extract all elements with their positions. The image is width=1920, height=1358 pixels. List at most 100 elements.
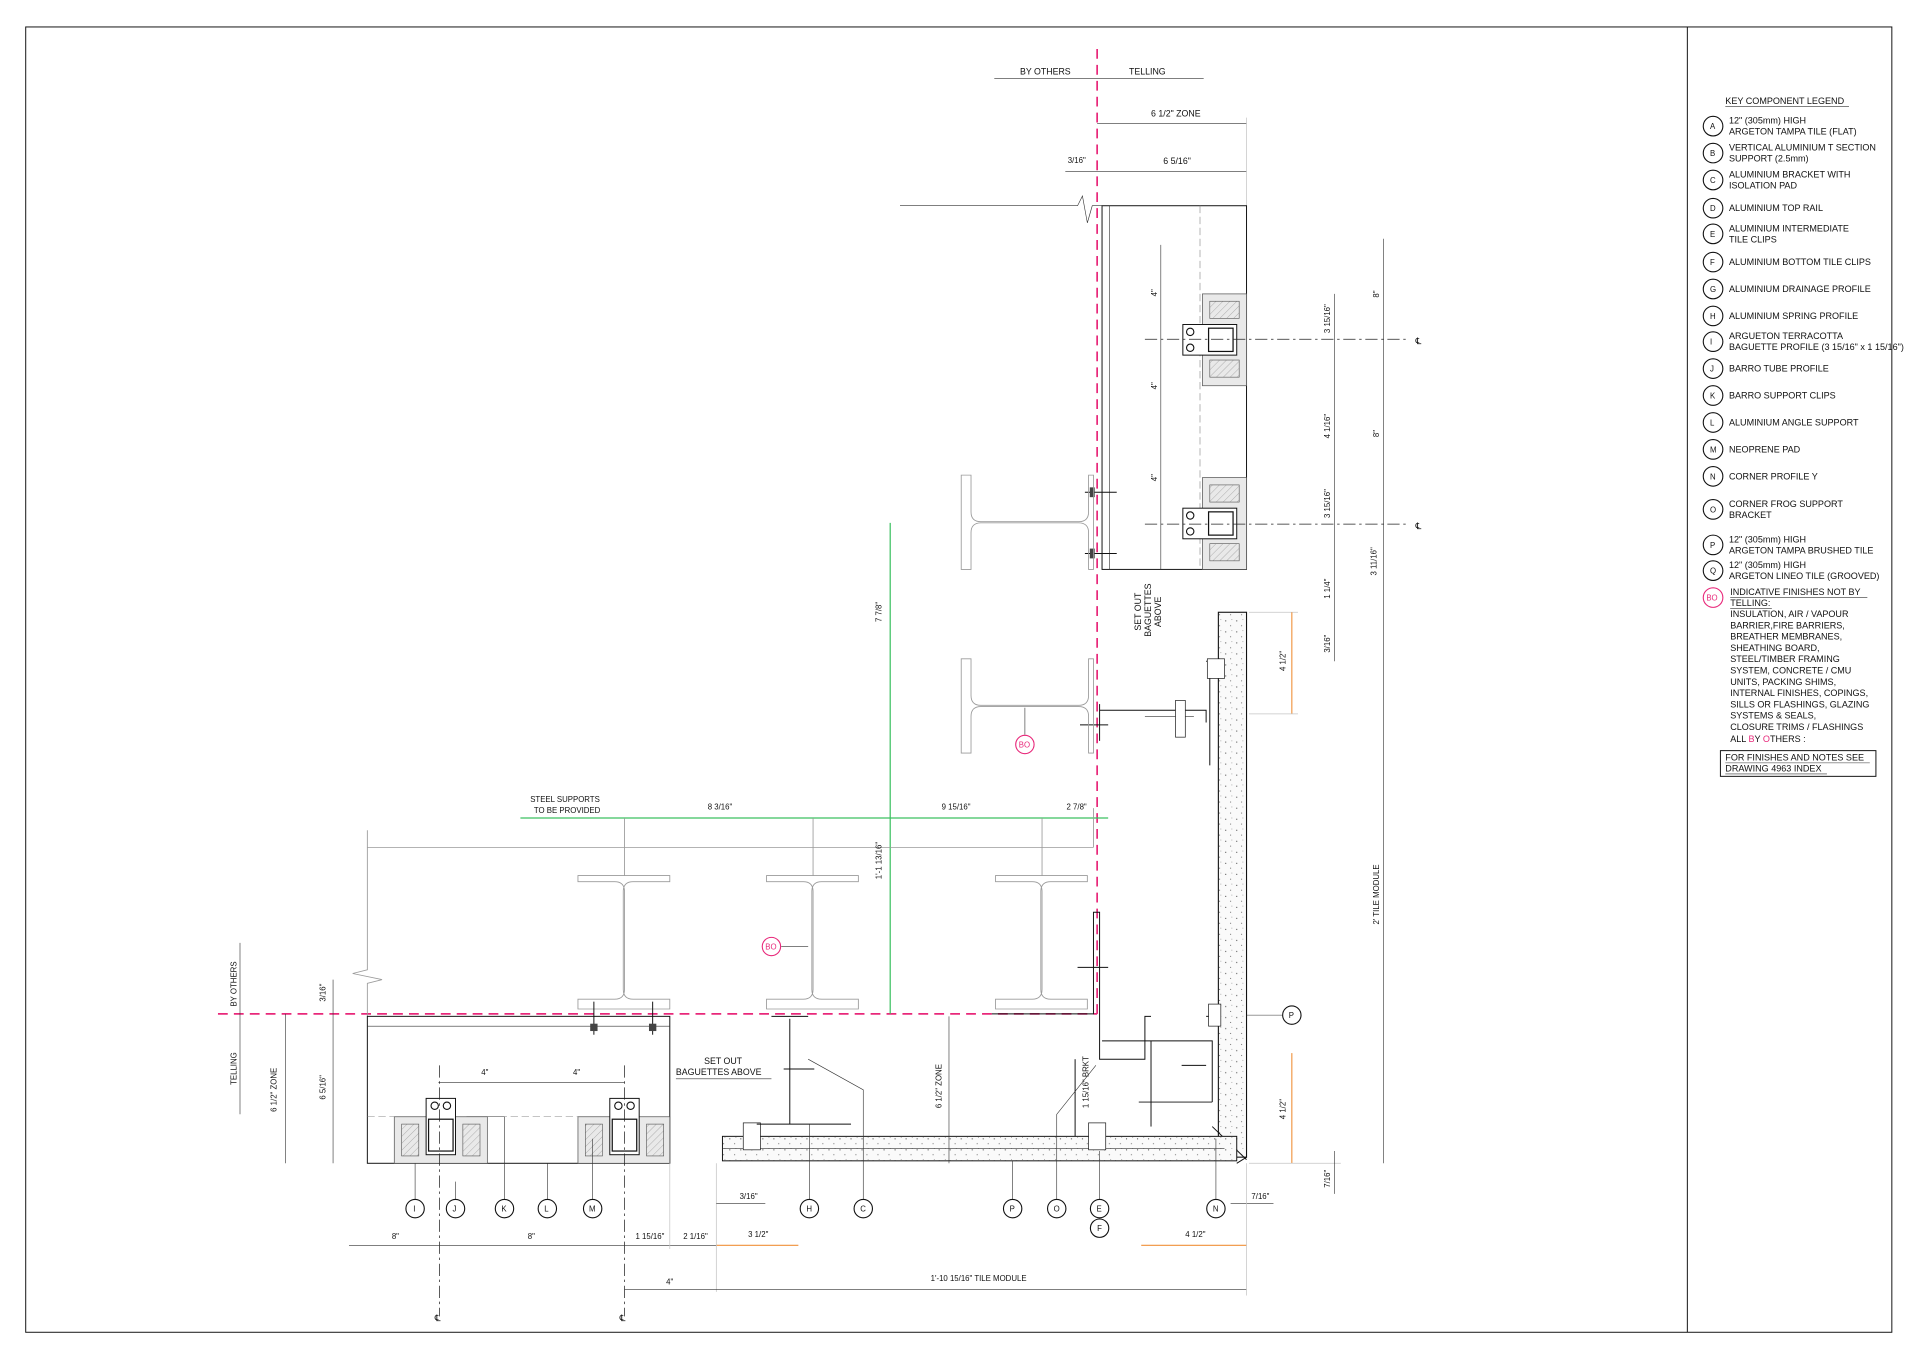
dimension: 8"	[1372, 290, 1381, 297]
legend-key: J	[1710, 365, 1714, 374]
legend-key: D	[1710, 204, 1716, 213]
legend-text: ALUMINIUM BRACKET WITH	[1729, 170, 1850, 180]
legend-key-circle	[1702, 197, 1724, 219]
callout-label: K	[501, 1205, 507, 1214]
legend-text: BARRO TUBE PROFILE	[1729, 364, 1829, 374]
legend-text: SYSTEMS & SEALS,	[1730, 711, 1816, 721]
legend-text: ALUMINIUM SPRING PROFILE	[1729, 311, 1858, 321]
tile-dimension: 4 1/2"	[1185, 1230, 1205, 1239]
setout-note: SET OUT	[1133, 592, 1143, 631]
dimension: 1 15/16"	[636, 1232, 665, 1241]
legend-text: INSULATION, AIR / VAPOUR	[1730, 609, 1849, 619]
legend-text: CORNER PROFILE Y	[1729, 471, 1818, 481]
legend-note: FOR FINISHES AND NOTES SEE	[1725, 752, 1864, 762]
setout-note: BAGUETTES ABOVE	[676, 1067, 762, 1077]
dimension: 8"	[1372, 430, 1381, 437]
legend-text: CORNER FROG SUPPORT	[1729, 499, 1843, 509]
legend-text: ISOLATION PAD	[1729, 181, 1797, 191]
zone-dimension: 6 1/2" ZONE	[1151, 108, 1201, 118]
callout-label: H	[806, 1205, 812, 1214]
legend-text: ALUMINIUM DRAINAGE PROFILE	[1729, 284, 1871, 294]
dimension: 4"	[481, 1068, 488, 1077]
dimension-4in: 4"	[1150, 474, 1159, 481]
legend-key-circle	[1702, 331, 1724, 352]
legend-key-circle	[1702, 169, 1724, 191]
callout-I: I	[405, 1198, 425, 1219]
horizontal-panel: 4" 4" ℄ ℄	[366, 1001, 671, 1323]
legend-text: BAGUETTE PROFILE (3 15/16" x 1 15/16")	[1729, 342, 1904, 352]
legend-key: C	[1710, 176, 1716, 185]
callout-P-side: P	[1282, 1005, 1302, 1025]
callout-label: E	[1097, 1205, 1102, 1214]
legend-key: B	[1710, 149, 1715, 158]
legend-text: 12" (305mm) HIGH	[1729, 534, 1806, 544]
legend-text: VERTICAL ALUMINIUM T SECTION	[1729, 143, 1876, 153]
legend-key-circle	[1702, 534, 1724, 556]
dimension: 7/16"	[1251, 1192, 1269, 1201]
by-others-label: BY OTHERS	[1020, 67, 1071, 77]
callout-L: L	[537, 1198, 558, 1219]
legend-item-l: L ALUMINIUM ANGLE SUPPORT	[1702, 412, 1859, 433]
tile-dimension: 4 1/2"	[1279, 651, 1288, 671]
legend-note: DRAWING 4963 INDEX	[1725, 763, 1821, 773]
centerline-symbol: ℄	[434, 1313, 441, 1323]
dimension: 8 3/16"	[708, 802, 733, 811]
legend-text: SYSTEM, CONCRETE / CMU	[1730, 665, 1851, 675]
legend-key: L	[1710, 419, 1715, 428]
bo-label: BO	[1019, 741, 1030, 750]
legend-text: UNITS, PACKING SHIMS,	[1730, 677, 1836, 687]
dimension: 1'-1 13/16"	[875, 842, 884, 880]
callout-C: C	[853, 1198, 873, 1219]
dimension: 3/16"	[1323, 634, 1332, 652]
callout-M: M	[582, 1198, 603, 1219]
legend-text: INTERNAL FINISHES, COPINGS,	[1730, 688, 1868, 698]
by-others-label: BY OTHERS	[229, 961, 238, 1006]
gap-dimension: 3/16"	[1068, 156, 1086, 165]
legend-key-circle	[1702, 466, 1724, 487]
legend-text: BRACKET	[1729, 510, 1772, 520]
dimension: 3/16"	[740, 1192, 758, 1201]
top-zone-labels: BY OTHERS TELLING 6 1/2" ZONE 3/16" 6 5/…	[994, 67, 1247, 206]
dimension: 7/16"	[1323, 1170, 1332, 1188]
callout-F: F	[1089, 1218, 1110, 1238]
legend-key-circle	[1702, 251, 1724, 273]
legend-text: SILLS OR FLASHINGS, GLAZING	[1730, 699, 1869, 709]
legend-text: BARRIER,FIRE BARRIERS,	[1730, 620, 1845, 630]
callouts	[414, 1014, 1283, 1201]
callout-label: J	[452, 1205, 456, 1214]
legend-text: 12" (305mm) HIGH	[1729, 560, 1806, 570]
legend-text: ALUMINIUM ANGLE SUPPORT	[1729, 418, 1859, 428]
legend-item-k: K BARRO SUPPORT CLIPS	[1702, 385, 1836, 406]
legend-text: ARGETON TAMPA BRUSHED TILE	[1729, 545, 1873, 555]
dimension: 1 1/4"	[1323, 578, 1332, 598]
dimension: 4"	[573, 1068, 580, 1077]
legend-key: H	[1710, 312, 1716, 321]
callout-label: F	[1097, 1224, 1102, 1233]
legend-item-j: J BARRO TUBE PROFILE	[1702, 358, 1829, 379]
legend-text: SHEATHING BOARD,	[1730, 643, 1819, 653]
dimension: 7 7/8"	[875, 602, 884, 622]
tile-module-dimension: 1'-10 15/16" TILE MODULE	[931, 1274, 1027, 1283]
steel-beam	[577, 875, 1088, 1010]
dimension: 3 11/16"	[1369, 547, 1378, 576]
legend-text: 12" (305mm) HIGH	[1729, 116, 1806, 126]
callout-E: E	[1089, 1198, 1110, 1219]
centerline-symbol: ℄	[1415, 336, 1422, 346]
callout-P: P	[1002, 1198, 1023, 1219]
dimension: 8"	[392, 1232, 399, 1241]
tile-dimension: 3 1/2"	[748, 1230, 768, 1239]
legend-text: ALUMINIUM INTERMEDIATE	[1729, 223, 1849, 233]
bo-label: BO	[765, 943, 776, 952]
legend-text: BARRO SUPPORT CLIPS	[1729, 391, 1836, 401]
legend-text: STEEL/TIMBER FRAMING	[1730, 654, 1840, 664]
steel-beam	[960, 474, 1094, 754]
dimension: 4 1/16"	[1323, 414, 1332, 439]
legend-key: K	[1710, 392, 1716, 401]
legend-key-circle	[1702, 358, 1724, 379]
bo-marker: BO	[761, 936, 809, 957]
baguette-upper	[1182, 293, 1247, 387]
